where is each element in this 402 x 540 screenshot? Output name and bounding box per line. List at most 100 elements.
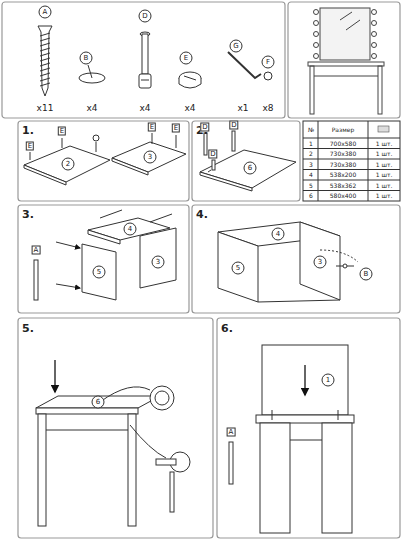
line-art (378, 126, 389, 132)
line-art (368, 121, 369, 201)
line-art (340, 12, 352, 20)
table-cell: 5 (309, 183, 313, 189)
table-cell: 700x580 (330, 141, 356, 147)
callout-letter: 5 (93, 266, 106, 279)
line-art (40, 38, 50, 41)
line-art (200, 172, 252, 191)
line-art (260, 423, 290, 533)
callout-letter: 4 (124, 223, 137, 236)
callout-letter: 6 (92, 396, 105, 409)
line-art (264, 72, 272, 80)
callout-letter: E (180, 52, 193, 65)
line-art (100, 210, 122, 218)
line-art (18, 205, 189, 313)
line-art (218, 232, 258, 302)
quantity: x11 (37, 104, 54, 113)
callout-letter: 4 (272, 228, 285, 241)
table-cell: 1 шт. (376, 151, 393, 157)
quantity: x1 (237, 104, 248, 113)
line-art (130, 425, 166, 458)
line-art (303, 180, 400, 181)
table-cell: 6 (309, 193, 313, 199)
line-art (179, 78, 201, 88)
line-art (303, 159, 400, 160)
line-art (372, 32, 377, 37)
table-cell: Размер (332, 127, 355, 133)
line-art (372, 43, 377, 48)
callout-letter: F (262, 56, 275, 69)
line-art (372, 10, 377, 15)
line-art (40, 58, 50, 61)
line-art (56, 242, 80, 248)
line-art (308, 62, 384, 66)
line-art (314, 21, 319, 26)
step-number: 4. (196, 209, 208, 220)
callout-letter: B (360, 268, 373, 281)
table-cell: 1 (309, 141, 313, 147)
line-art (288, 2, 400, 118)
line-art (303, 169, 400, 170)
step-number: 5. (22, 323, 34, 334)
line-art (314, 10, 319, 15)
table-cell: 538x362 (330, 183, 356, 189)
table-cell: 730x380 (330, 162, 356, 168)
quantity: x4 (139, 104, 150, 113)
line-art (200, 150, 296, 188)
line-art (24, 165, 66, 185)
line-art (40, 33, 50, 86)
line-art (82, 244, 116, 300)
step4-cabinet (218, 222, 358, 302)
line-art (40, 63, 50, 66)
line-art (314, 43, 319, 48)
callout-letter: B (80, 52, 93, 65)
line-art (192, 121, 300, 201)
line-art (142, 34, 148, 74)
line-art (310, 66, 314, 114)
line-art (36, 396, 160, 408)
line-art (372, 54, 377, 59)
line-art (262, 345, 348, 415)
line-art (88, 230, 120, 244)
line-art (338, 410, 339, 420)
line-art (40, 83, 50, 86)
step2-board (200, 131, 296, 191)
quantity: x4 (184, 104, 195, 113)
vanity-table-preview (308, 8, 384, 114)
table-cell: 538x200 (330, 172, 356, 178)
line-art (100, 387, 150, 402)
table-cell: 580x400 (330, 193, 356, 199)
line-art (217, 318, 400, 538)
line-art (38, 414, 46, 526)
line-art (56, 284, 80, 288)
line-art (150, 214, 172, 222)
line-art (322, 423, 352, 533)
line-art (314, 76, 378, 77)
line-art (320, 8, 370, 60)
line-art (46, 430, 128, 431)
line-art (170, 472, 174, 512)
line-art (204, 133, 207, 155)
line-art (229, 442, 233, 484)
line-art (232, 131, 235, 151)
part-tag: E (58, 127, 66, 136)
line-art (314, 54, 319, 59)
part-tag: D (200, 123, 209, 132)
callout-letter: 3 (152, 256, 165, 269)
line-art (272, 410, 273, 420)
step-number: 3. (22, 209, 34, 220)
line-art (228, 52, 261, 78)
line-art (38, 26, 52, 96)
line-art (62, 138, 63, 148)
line-art (150, 386, 174, 410)
callout-letter: 3 (314, 256, 327, 269)
table-cell: 1 шт. (376, 172, 393, 178)
part-tag: D (229, 121, 238, 130)
line-art (88, 65, 92, 78)
line-art (156, 459, 176, 465)
part-tag: A (227, 428, 236, 437)
callout-letter: 1 (322, 374, 335, 387)
line-art (303, 149, 400, 191)
line-art (141, 80, 149, 81)
step3-frame (34, 0, 198, 300)
